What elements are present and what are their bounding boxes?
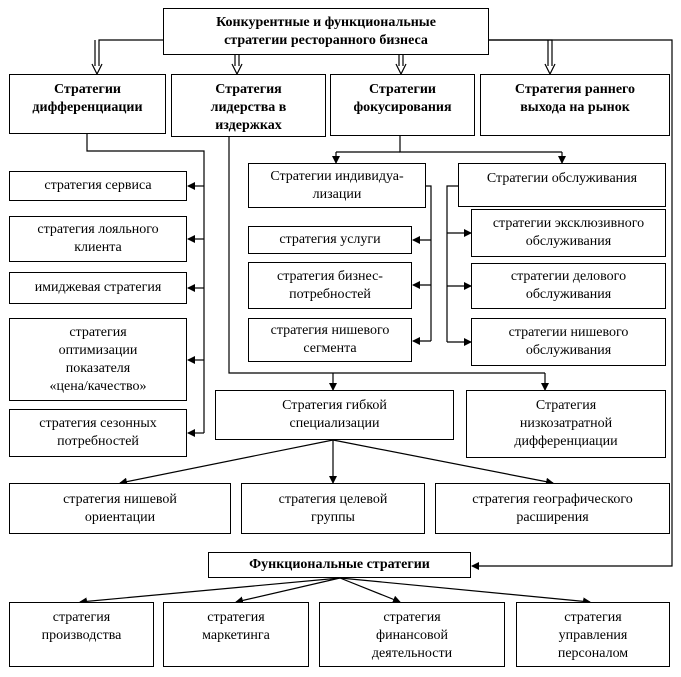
niche-orientation-box: стратегия нишевой ориентации [9, 483, 231, 534]
price-quality-box: стратегия оптимизации показателя «цена/к… [9, 318, 187, 401]
loyal-client-box: стратегия лояльного клиента [9, 216, 187, 262]
geographic-expansion-box: стратегия географического расширения [435, 483, 670, 534]
niche-segment-box: стратегия нишевого сегмента [248, 318, 412, 362]
finance-box: стратегия финансовой деятельности [319, 602, 505, 667]
seasonal-box: стратегия сезонных потребностей [9, 409, 187, 457]
niche-service-box: стратегии нишевого обслуживания [471, 318, 666, 366]
focus-box: Стратегии фокусирования [330, 74, 475, 136]
business-needs-box: стратегия бизнес- потребностей [248, 262, 412, 309]
functional-strategies-box: Функциональные стратегии [208, 552, 471, 578]
service-offer-box: стратегия услуги [248, 226, 412, 254]
root-box: Конкурентные и функциональные стратегии … [163, 8, 489, 55]
target-group-box: стратегия целевой группы [241, 483, 425, 534]
hr-box: стратегия управления персоналом [516, 602, 670, 667]
lowcost-differentiation-box: Стратегия низкозатратной дифференциации [466, 390, 666, 458]
marketing-box: стратегия маркетинга [163, 602, 309, 667]
early-entry-box: Стратегия раннего выхода на рынок [480, 74, 670, 136]
exclusive-service-box: стратегии эксклюзивного обслуживания [471, 209, 666, 257]
individualization-box: Стратегии индивидуа- лизации [248, 163, 426, 208]
differentiation-box: Стратегии дифференциации [9, 74, 166, 134]
cost-leadership-box: Стратегия лидерства в издержках [171, 74, 326, 137]
service-strategy-box: стратегия сервиса [9, 171, 187, 201]
production-box: стратегия производства [9, 602, 154, 667]
business-service-box: стратегии делового обслуживания [471, 263, 666, 309]
service-strategies-box: Стратегии обслуживания [458, 163, 666, 207]
flexible-specialization-box: Стратегия гибкой специализации [215, 390, 454, 440]
image-strategy-box: имиджевая стратегия [9, 272, 187, 304]
